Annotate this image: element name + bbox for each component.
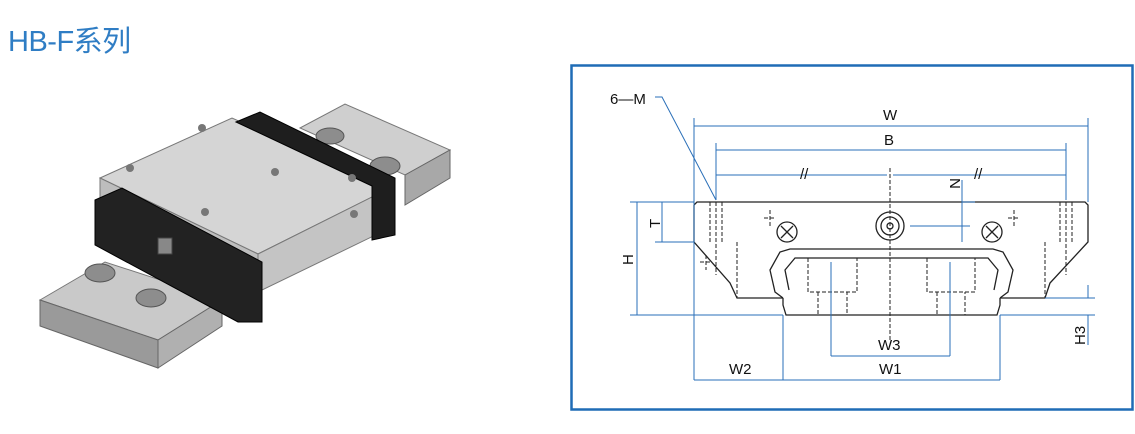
dim-label-w3: W3 — [878, 337, 901, 354]
dim-label-h: H — [620, 254, 637, 265]
dim-label-w: W — [883, 107, 898, 124]
half-mark-right: // — [974, 166, 983, 183]
dim-label-w2: W2 — [729, 361, 752, 378]
half-mark-left: // — [800, 166, 809, 183]
dimension-lines — [630, 96, 1095, 381]
dim-label-h3: H3 — [1072, 326, 1089, 345]
mount-holes-label: 6—M — [610, 91, 646, 108]
dim-label-t: T — [647, 219, 664, 228]
page-title: HB-F系列 — [8, 26, 131, 58]
dim-label-b: B — [884, 132, 894, 149]
drawing-frame — [570, 64, 1134, 411]
linear-guide-render — [38, 103, 452, 369]
block-cross-section — [693, 168, 1089, 340]
dim-label-w1: W1 — [879, 361, 902, 378]
dim-label-n: N — [946, 178, 963, 189]
